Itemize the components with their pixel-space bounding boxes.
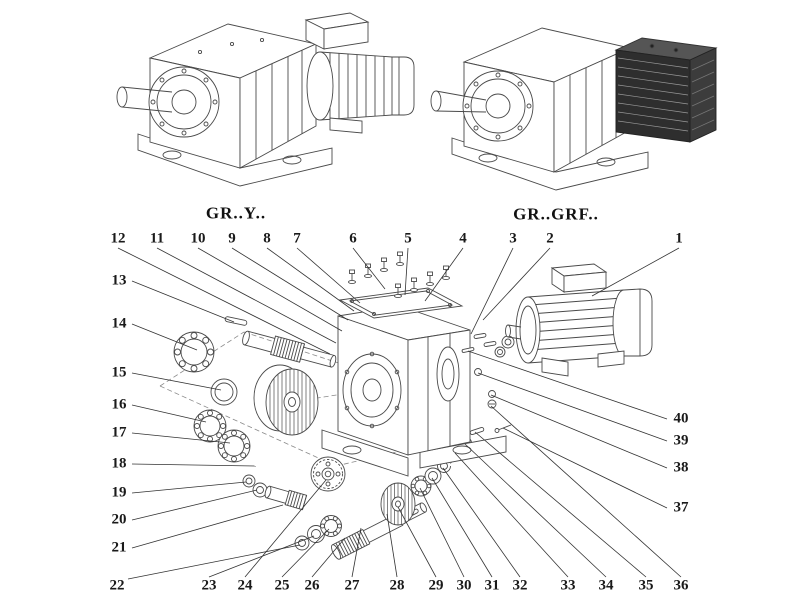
callout-37: 37 <box>673 499 689 516</box>
callout-30: 30 <box>456 577 472 594</box>
callout-40: 40 <box>673 410 689 427</box>
assembled-view-gr-grf-drawing <box>430 27 718 191</box>
callout-31: 31 <box>484 577 500 594</box>
callout-26: 26 <box>304 577 320 594</box>
callout-17: 17 <box>111 424 127 441</box>
callout-24: 24 <box>237 577 253 594</box>
callout-34: 34 <box>598 577 614 594</box>
roller-bearing-pair <box>193 409 251 463</box>
callout-35: 35 <box>638 577 654 594</box>
input-shaft <box>224 316 337 368</box>
callout-27: 27 <box>344 577 360 594</box>
callout-19: 19 <box>111 484 127 501</box>
callout-2: 2 <box>546 230 554 247</box>
housing-cover-and-bolts <box>338 251 464 319</box>
callout-15: 15 <box>111 364 127 381</box>
callout-25: 25 <box>274 577 290 594</box>
callout-38: 38 <box>673 459 689 476</box>
gearbox-housing <box>321 305 507 477</box>
callout-28: 28 <box>389 577 405 594</box>
callout-29: 29 <box>428 577 444 594</box>
callout-7: 7 <box>293 230 301 247</box>
callout-14: 14 <box>111 315 127 332</box>
callout-4: 4 <box>459 230 467 247</box>
callout-32: 32 <box>512 577 528 594</box>
callout-3: 3 <box>509 230 517 247</box>
callout-36: 36 <box>673 577 689 594</box>
callout-16: 16 <box>111 396 127 413</box>
callout-5: 5 <box>404 230 412 247</box>
variant-label-gr-y: GR..Y.. <box>205 203 267 223</box>
callout-9: 9 <box>228 230 236 247</box>
electric-motor <box>505 263 653 377</box>
callout-20: 20 <box>111 511 127 528</box>
exploded-view-drawing <box>159 251 653 560</box>
callout-10: 10 <box>190 230 206 247</box>
intermediate-shaft-parts <box>242 456 346 511</box>
callout-11: 11 <box>149 230 165 247</box>
callout-23: 23 <box>201 577 217 594</box>
callout-6: 6 <box>349 230 357 247</box>
leader-lines <box>117 247 682 580</box>
callout-1: 1 <box>675 230 683 247</box>
callout-18: 18 <box>111 455 127 472</box>
callout-13: 13 <box>111 272 127 289</box>
helical-gear-large <box>253 364 319 436</box>
callout-33: 33 <box>560 577 576 594</box>
input-bearing <box>173 331 215 373</box>
callout-21: 21 <box>111 539 127 556</box>
callout-39: 39 <box>673 432 689 449</box>
retaining-ring <box>210 378 238 406</box>
variant-label-gr-grf: GR..GRF.. <box>513 204 599 224</box>
callout-8: 8 <box>263 230 271 247</box>
assembled-view-gr-y-drawing <box>116 12 415 187</box>
callout-12: 12 <box>110 230 126 247</box>
callout-22: 22 <box>109 577 125 594</box>
